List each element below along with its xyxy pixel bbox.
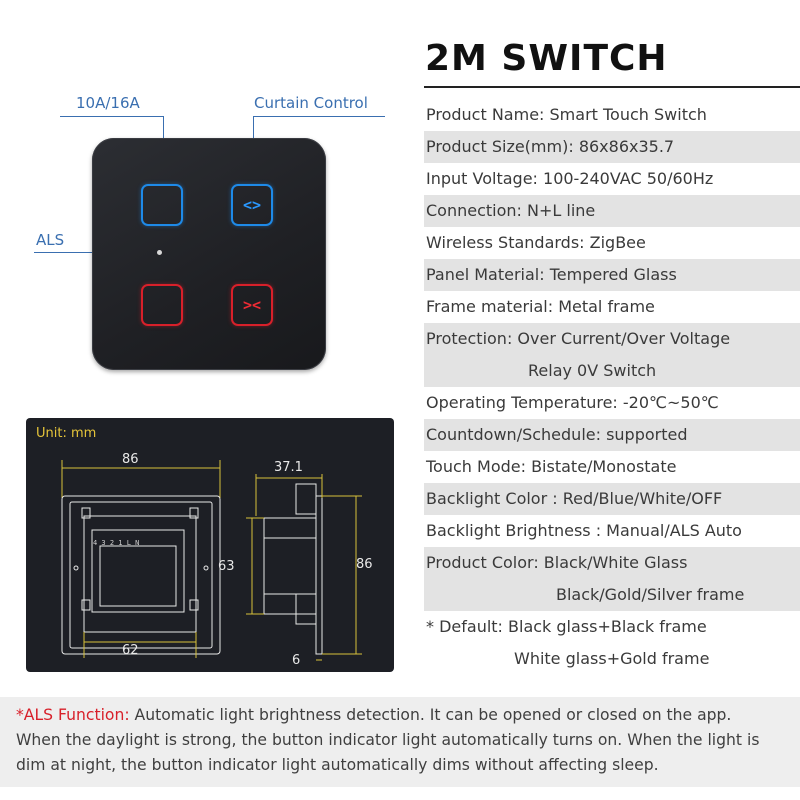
footer-line-3: dim at night, the button indicator light…	[16, 756, 659, 774]
callout-curtain: Curtain Control	[254, 94, 368, 112]
footer-line-2: When the daylight is strong, the button …	[16, 731, 760, 749]
callout-line	[253, 116, 385, 117]
dim-depth: 37.1	[274, 460, 303, 475]
title-underline	[424, 86, 800, 88]
dimension-svg: 86 37.1 63 86 62 6 4 3 2 1 L N	[61, 452, 373, 668]
callout-rating: 10A/16A	[76, 94, 140, 112]
dim-height-side: 63	[218, 559, 235, 574]
dimension-drawing: Unit: mm	[26, 418, 394, 672]
spec-row: Backlight Color : Red/Blue/White/OFF	[424, 483, 800, 515]
als-function-note: *ALS Function: Automatic light brightnes…	[0, 697, 800, 787]
dim-frame-thickness: 6	[292, 653, 300, 668]
spec-row: Touch Mode: Bistate/Monostate	[426, 457, 677, 476]
spec-row: Product Name: Smart Touch Switch	[426, 105, 707, 124]
spec-row-continued: White glass+Gold frame	[514, 649, 710, 668]
touch-key-top-left[interactable]	[141, 184, 183, 226]
spec-title: 2M SWITCH	[425, 38, 668, 79]
spec-row-continued: Black/Gold/Silver frame	[424, 579, 800, 611]
spec-row: Connection: N+L line	[424, 195, 800, 227]
spec-row: Panel Material: Tempered Glass	[424, 259, 800, 291]
spec-row-continued: Relay 0V Switch	[424, 355, 800, 387]
spec-row: Countdown/Schedule: supported	[424, 419, 800, 451]
footer-line-1: *ALS Function: Automatic light brightnes…	[16, 703, 800, 728]
spec-row: Backlight Brightness : Manual/ALS Auto	[426, 521, 742, 540]
unit-label: Unit: mm	[36, 426, 97, 441]
callout-als: ALS	[36, 231, 65, 249]
spec-row: Product Size(mm): 86x86x35.7	[424, 131, 800, 163]
touch-key-curtain-close[interactable]: ><	[231, 284, 273, 326]
als-function-label: *ALS Function:	[16, 706, 130, 724]
footer-text: Automatic light brightness detection. It…	[129, 706, 732, 724]
spec-row: Input Voltage: 100-240VAC 50/60Hz	[426, 169, 714, 188]
dim-inner-width: 62	[122, 643, 139, 658]
switch-panel	[92, 138, 326, 370]
dim-height-total: 86	[356, 557, 373, 572]
spec-row: Wireless Standards: ZigBee	[426, 233, 646, 252]
terminal-labels: 4 3 2 1 L N	[93, 539, 139, 547]
spec-row: * Default: Black glass+Black frame	[426, 617, 707, 636]
touch-key-bottom-left[interactable]	[141, 284, 183, 326]
spec-row: Product Color: Black/White Glass	[424, 547, 800, 579]
callout-line	[60, 116, 164, 117]
dim-width: 86	[122, 452, 139, 467]
spec-row: Frame material: Metal frame	[426, 297, 655, 316]
als-sensor-dot	[157, 250, 162, 255]
touch-key-curtain-open[interactable]: <>	[231, 184, 273, 226]
spec-row: Protection: Over Current/Over Voltage	[424, 323, 800, 355]
spec-row: Operating Temperature: -20℃~50℃	[426, 393, 719, 412]
